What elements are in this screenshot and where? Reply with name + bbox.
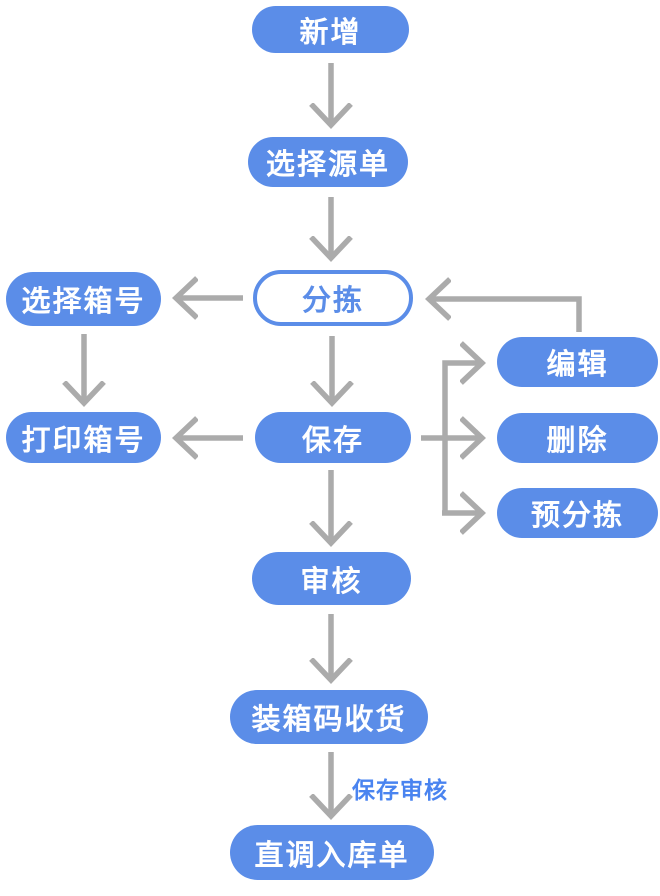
node-direct-inbound-order: 直调入库单 xyxy=(230,825,434,880)
node-delete: 删除 xyxy=(497,413,658,463)
edge-label-save-audit: 保存审核 xyxy=(352,777,448,803)
node-packing-code-receive: 装箱码收货 xyxy=(230,690,428,744)
arrow-save-branch-to-edit xyxy=(442,363,481,513)
node-select-source: 选择源单 xyxy=(248,137,408,187)
node-pre-sorting: 预分拣 xyxy=(497,488,658,538)
arrow-edit-to-sorting xyxy=(430,299,582,332)
node-save: 保存 xyxy=(255,412,411,463)
node-select-box-number: 选择箱号 xyxy=(6,272,161,326)
node-print-box-number: 打印箱号 xyxy=(6,412,161,463)
node-edit: 编辑 xyxy=(497,337,658,387)
node-audit: 审核 xyxy=(252,552,411,605)
node-add: 新增 xyxy=(252,6,409,53)
node-sorting: 分拣 xyxy=(253,270,413,326)
